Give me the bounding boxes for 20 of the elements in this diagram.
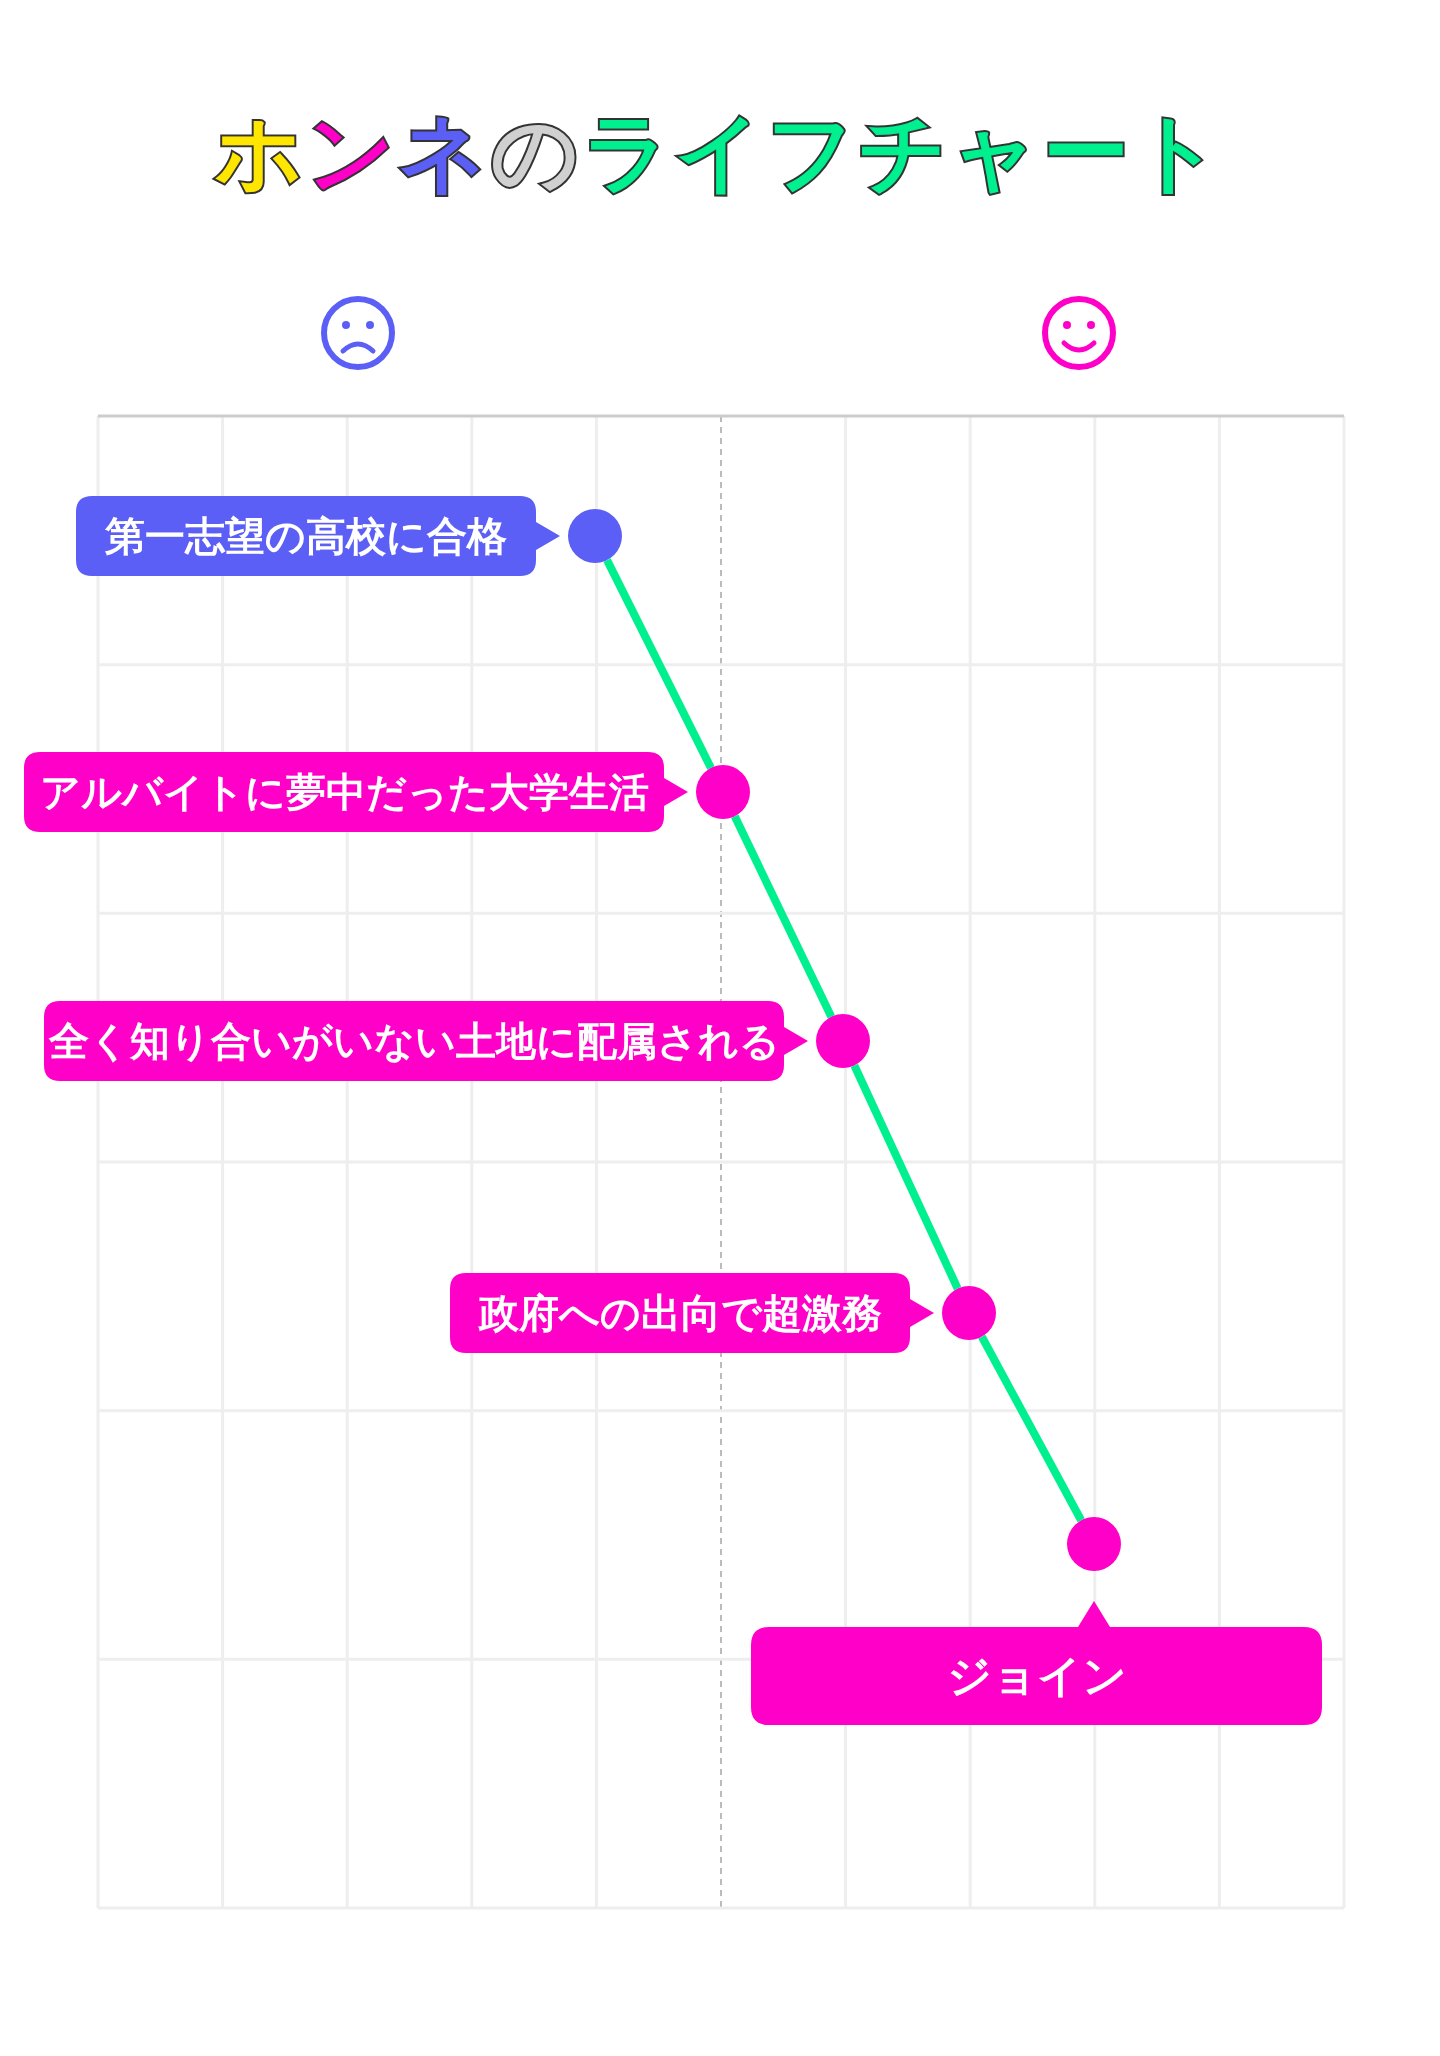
chart-line bbox=[603, 558, 715, 770]
data-point bbox=[1067, 1517, 1121, 1571]
chart-line bbox=[731, 814, 835, 1019]
callout-label: ジョイン bbox=[946, 1648, 1127, 1703]
callout-box bbox=[450, 1273, 934, 1353]
callout-label: 全く知り合いがいない土地に配属される bbox=[48, 1016, 780, 1066]
data-point bbox=[568, 509, 622, 563]
callout-box bbox=[751, 1601, 1322, 1725]
callout-label: アルバイトに夢中だった大学生活 bbox=[39, 767, 649, 817]
callout-label: 政府への出向で超激務 bbox=[478, 1288, 882, 1338]
data-point bbox=[942, 1286, 996, 1340]
chart-line bbox=[850, 1063, 962, 1291]
data-point bbox=[696, 765, 750, 819]
callout-box bbox=[76, 496, 560, 576]
title: ホンネのライフチャート bbox=[214, 101, 1226, 204]
data-point bbox=[816, 1014, 870, 1068]
callout-box bbox=[44, 1001, 808, 1081]
callout-label: 第一志望の高校に合格 bbox=[105, 511, 507, 561]
chart-line bbox=[978, 1334, 1085, 1523]
callout-box bbox=[24, 752, 688, 832]
